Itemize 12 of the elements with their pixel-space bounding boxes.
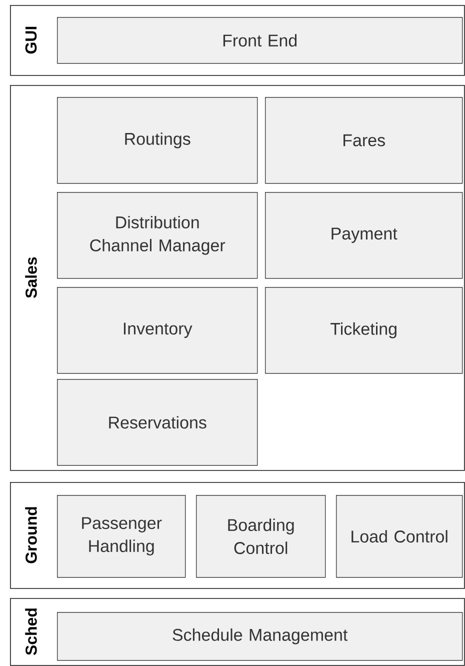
component-box: Ticketing <box>265 287 463 374</box>
component-box: Boarding Control <box>196 495 326 578</box>
component-box: Inventory <box>57 287 258 374</box>
component-box: Load Control <box>336 495 463 578</box>
component-box: Routings <box>57 97 258 184</box>
component-box: Passenger Handling <box>57 495 186 578</box>
component-box: Front End <box>57 17 463 64</box>
component-box: Reservations <box>57 379 258 466</box>
component-box: Fares <box>265 97 463 184</box>
component-box: Payment <box>265 192 463 279</box>
component-box: Schedule Management <box>57 612 463 661</box>
component-box: Distribution Channel Manager <box>57 192 258 279</box>
